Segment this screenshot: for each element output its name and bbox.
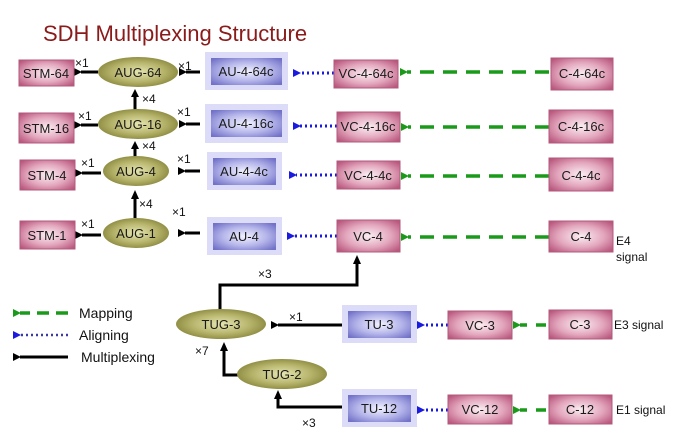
multiplier-label: ×7 <box>195 344 209 358</box>
node-aug16[interactable]: AUG-16 <box>98 109 178 139</box>
node-tug3[interactable]: TUG-3 <box>176 309 266 339</box>
legend-item-multiplexing: Multiplexing <box>12 349 155 365</box>
node-c12[interactable]: C-12 <box>548 394 613 425</box>
multiplier-label: ×3 <box>302 416 316 430</box>
node-tu12[interactable]: TU-12 <box>342 389 417 427</box>
node-label: AUG-1 <box>116 226 156 241</box>
mux-arrow-tug3-vc4 <box>218 263 359 310</box>
node-vc416c[interactable]: VC-4-16c <box>336 111 401 143</box>
node-label: AUG-64 <box>115 65 162 80</box>
multiplier-label: ×1 <box>289 310 303 324</box>
node-label: VC-3 <box>465 318 495 333</box>
legend-item-mapping: Mapping <box>12 305 133 321</box>
node-tug2[interactable]: TUG-2 <box>237 359 327 389</box>
signal-label-e4-sub: signal <box>616 250 647 264</box>
node-aug4[interactable]: AUG-4 <box>103 156 169 186</box>
arrowhead <box>131 89 139 97</box>
multiplier-label: ×4 <box>142 92 156 106</box>
legend-label: Mapping <box>79 305 133 321</box>
node-aug1[interactable]: AUG-1 <box>103 218 169 248</box>
multiplier-label: ×1 <box>177 105 191 119</box>
arrowhead <box>220 342 228 351</box>
node-label: TUG-2 <box>263 367 302 382</box>
node-label: AUG-16 <box>115 117 162 132</box>
node-label: STM-1 <box>28 228 67 243</box>
multiplier-label: ×1 <box>78 109 92 123</box>
node-label: TU-12 <box>361 401 397 416</box>
node-stm1[interactable]: STM-1 <box>19 220 76 250</box>
node-label: TU-3 <box>365 317 394 332</box>
multiplier-label: ×1 <box>177 152 191 166</box>
arrowhead <box>131 141 139 149</box>
multiplier-label: ×1 <box>178 59 192 73</box>
node-label: AUG-4 <box>116 164 156 179</box>
multiplier-label: ×1 <box>81 217 95 231</box>
node-stm4[interactable]: STM-4 <box>19 159 76 191</box>
mux-arrow-tu12-tug2 <box>276 398 345 409</box>
diagram-title: SDH Multiplexing Structure <box>43 21 307 46</box>
node-vc464c[interactable]: VC-4-64c <box>333 59 399 89</box>
arrowhead <box>131 190 139 199</box>
multiplier-label: ×4 <box>142 139 156 153</box>
signal-label-e1: E1 signal <box>616 403 665 417</box>
node-vc12[interactable]: VC-12 <box>447 394 513 425</box>
multiplier-label: ×4 <box>139 197 153 211</box>
node-label: VC-4 <box>353 229 383 244</box>
signal-label-e4: E4 <box>616 234 631 248</box>
node-stm64[interactable]: STM-64 <box>18 59 75 87</box>
legend: Mapping Aligning Multiplexing <box>12 305 155 365</box>
node-label: STM-4 <box>28 168 67 183</box>
multiplier-label: ×1 <box>172 205 186 219</box>
node-stm16[interactable]: STM-16 <box>18 112 75 144</box>
node-label: TUG-3 <box>202 317 241 332</box>
node-label: C-4-64c <box>559 66 606 81</box>
node-au4[interactable]: AU-4 <box>207 217 282 255</box>
node-label: VC-4-64c <box>339 66 394 81</box>
node-label: AU-4-64c <box>219 64 274 79</box>
legend-label: Aligning <box>79 327 129 343</box>
node-label: STM-64 <box>23 66 69 81</box>
node-aug64[interactable]: AUG-64 <box>98 57 178 87</box>
multiplier-label: ×1 <box>81 156 95 170</box>
node-label: AU-4-4c <box>220 164 268 179</box>
node-c416c[interactable]: C-4-16c <box>548 109 614 144</box>
node-label: STM-16 <box>23 121 69 136</box>
node-label: C-4 <box>571 229 592 244</box>
arrowhead <box>274 390 282 399</box>
node-c464c[interactable]: C-4-64c <box>550 57 614 91</box>
node-c44c[interactable]: C-4-4c <box>548 157 614 192</box>
node-label: AU-4 <box>229 229 259 244</box>
mux-arrow-tug2-tug3 <box>222 350 238 377</box>
node-vc44c[interactable]: VC-4-4c <box>336 160 401 190</box>
node-au464c[interactable]: AU-4-64c <box>205 52 288 90</box>
node-c3[interactable]: C-3 <box>548 309 613 340</box>
arrowhead <box>353 255 361 264</box>
legend-label: Multiplexing <box>81 349 155 365</box>
node-label: VC-12 <box>462 402 499 417</box>
node-vc3[interactable]: VC-3 <box>447 310 513 340</box>
node-c4[interactable]: C-4 <box>548 220 614 253</box>
multiplier-label: ×3 <box>258 267 272 281</box>
node-label: VC-4-16c <box>341 119 396 134</box>
node-label: C-12 <box>566 402 594 417</box>
node-label: C-3 <box>570 317 591 332</box>
node-label: C-4-4c <box>561 168 601 183</box>
node-label: C-4-16c <box>558 119 605 134</box>
node-label: AU-4-16c <box>219 116 274 131</box>
node-au44c[interactable]: AU-4-4c <box>207 152 282 190</box>
legend-item-aligning: Aligning <box>12 327 129 343</box>
multiplier-label: ×1 <box>75 56 89 70</box>
node-tu3[interactable]: TU-3 <box>342 305 417 343</box>
signal-label-e3: E3 signal <box>614 318 663 332</box>
node-vc4[interactable]: VC-4 <box>336 219 401 253</box>
node-au416c[interactable]: AU-4-16c <box>205 104 288 143</box>
node-label: VC-4-4c <box>344 168 392 183</box>
